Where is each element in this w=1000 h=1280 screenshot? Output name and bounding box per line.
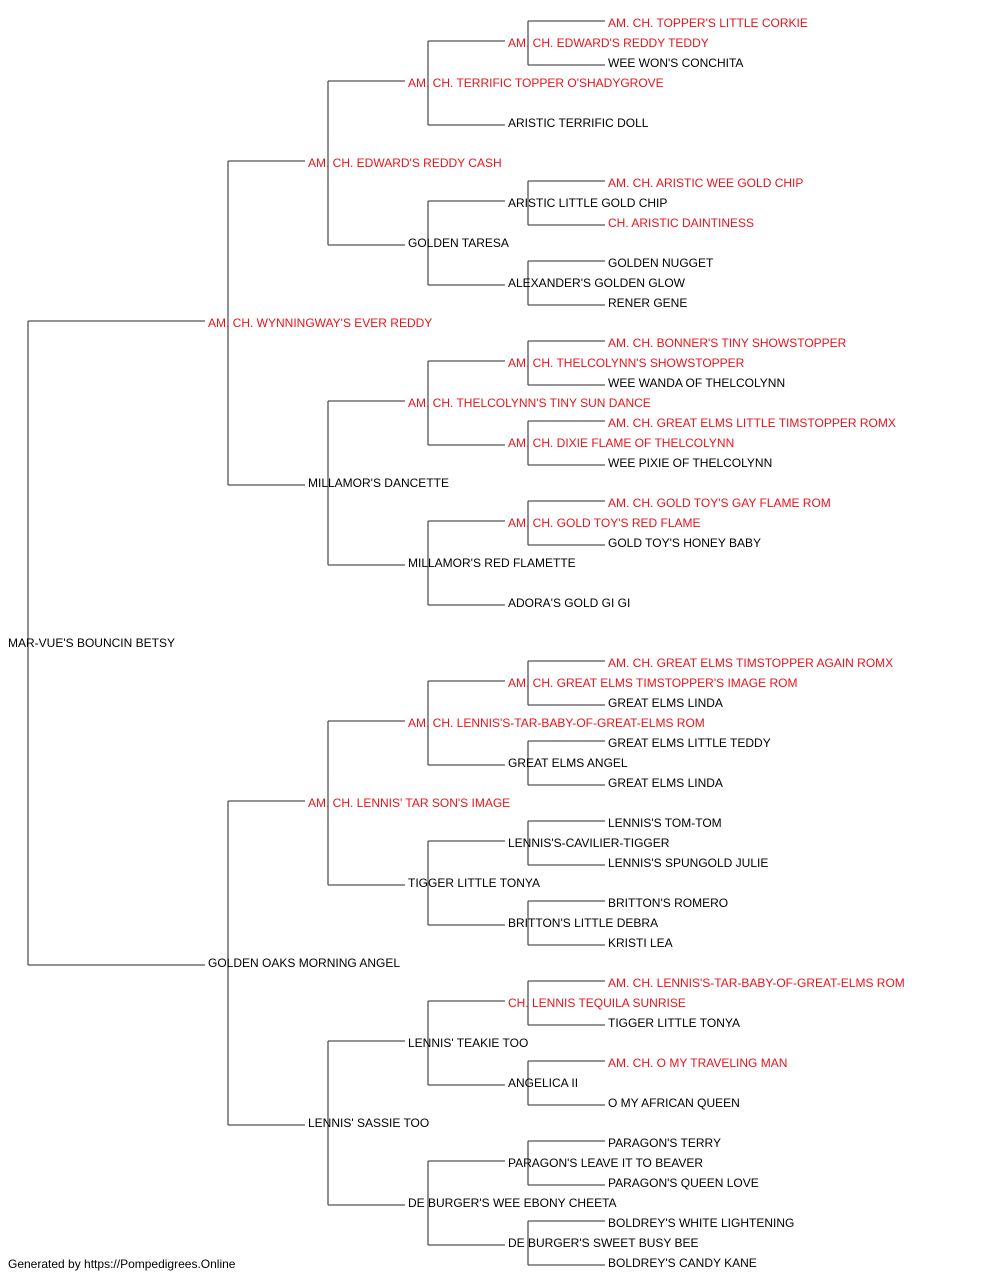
pedigree-dam-sire-dam-dam-name: BRITTON'S LITTLE DEBRA (508, 916, 659, 930)
pedigree-dam-sire-sire-dam-dam-name: GREAT ELMS LINDA (608, 776, 723, 790)
pedigree-sire-dam-sire-dam-dam-name: WEE PIXIE OF THELCOLYNN (608, 456, 773, 470)
pedigree-dam-sire-sire-sire-name: AM. CH. GREAT ELMS TIMSTOPPER'S IMAGE RO… (508, 676, 798, 690)
pedigree-dam-dam-sire-name: LENNIS' TEAKIE TOO (408, 1036, 529, 1050)
pedigree-sire-dam-sire-name: AM. CH. THELCOLYNN'S TINY SUN DANCE (408, 396, 651, 410)
pedigree-dam-sire-dam-name: TIGGER LITTLE TONYA (408, 876, 541, 890)
pedigree-sire-sire-sire-sire-sire-name: AM. CH. TOPPER'S LITTLE CORKIE (608, 16, 808, 30)
pedigree-dam-name: GOLDEN OAKS MORNING ANGEL (208, 956, 401, 970)
pedigree-dam-dam-sire-dam-name: ANGELICA II (508, 1076, 579, 1090)
pedigree-sire-dam-sire-sire-sire-name: AM. CH. BONNER'S TINY SHOWSTOPPER (608, 336, 847, 350)
pedigree-sire-dam-name: MILLAMOR'S DANCETTE (308, 476, 449, 490)
pedigree-sire-sire-dam-sire-sire-name: AM. CH. ARISTIC WEE GOLD CHIP (608, 176, 804, 190)
pedigree-dam-sire-sire-dam-sire-name: GREAT ELMS LITTLE TEDDY (608, 736, 771, 750)
pedigree-dam-dam-sire-sire-sire-name: AM. CH. LENNIS'S-TAR-BABY-OF-GREAT-ELMS … (608, 976, 905, 990)
pedigree-sire-dam-dam-sire-name: AM. CH. GOLD TOY'S RED FLAME (508, 516, 701, 530)
pedigree-sire-sire-dam-sire-dam-name: CH. ARISTIC DAINTINESS (608, 216, 755, 230)
pedigree-dam-dam-dam-dam-dam-name: BOLDREY'S CANDY KANE (608, 1256, 757, 1270)
pedigree-sire-dam-sire-dam-name: AM. CH. DIXIE FLAME OF THELCOLYNN (508, 436, 735, 450)
pedigree-sire-sire-sire-name: AM. CH. TERRIFIC TOPPER O'SHADYGROVE (408, 76, 664, 90)
pedigree-dam-sire-sire-dam-name: GREAT ELMS ANGEL (508, 756, 628, 770)
pedigree-sire-dam-dam-name: MILLAMOR'S RED FLAMETTE (408, 556, 576, 570)
footer-credit: Generated by https://Pompedigrees.Online (8, 1257, 236, 1271)
pedigree-sire-sire-sire-dam-name: ARISTIC TERRIFIC DOLL (508, 116, 649, 130)
pedigree-dam-dam-name: LENNIS' SASSIE TOO (308, 1116, 430, 1130)
pedigree-sire-dam-sire-dam-sire-name: AM. CH. GREAT ELMS LITTLE TIMSTOPPER ROM… (608, 416, 896, 430)
pedigree-dam-dam-dam-name: DE BURGER'S WEE EBONY CHEETA (408, 1196, 617, 1210)
pedigree-sire-dam-sire-sire-dam-name: WEE WANDA OF THELCOLYNN (608, 376, 786, 390)
pedigree-dam-dam-dam-dam-sire-name: BOLDREY'S WHITE LIGHTENING (608, 1216, 795, 1230)
pedigree-dam-dam-dam-sire-sire-name: PARAGON'S TERRY (608, 1136, 721, 1150)
pedigree-sire-dam-sire-sire-name: AM. CH. THELCOLYNN'S SHOWSTOPPER (508, 356, 745, 370)
pedigree-dam-sire-dam-dam-sire-name: BRITTON'S ROMERO (608, 896, 729, 910)
pedigree-dam-dam-sire-sire-dam-name: TIGGER LITTLE TONYA (608, 1016, 741, 1030)
pedigree-dam-sire-name: AM. CH. LENNIS' TAR SON'S IMAGE (308, 796, 511, 810)
pedigree-sire-dam-dam-sire-dam-name: GOLD TOY'S HONEY BABY (608, 536, 762, 550)
pedigree-dam-sire-sire-sire-sire-name: AM. CH. GREAT ELMS TIMSTOPPER AGAIN ROMX (608, 656, 894, 670)
pedigree-dam-dam-dam-dam-name: DE BURGER'S SWEET BUSY BEE (508, 1236, 699, 1250)
pedigree-sire-dam-dam-sire-sire-name: AM. CH. GOLD TOY'S GAY FLAME ROM (608, 496, 831, 510)
pedigree-dam-dam-sire-dam-sire-name: AM. CH. O MY TRAVELING MAN (608, 1056, 788, 1070)
pedigree-dam-dam-sire-dam-dam-name: O MY AFRICAN QUEEN (608, 1096, 740, 1110)
pedigree-sire-sire-dam-sire-name: ARISTIC LITTLE GOLD CHIP (508, 196, 668, 210)
pedigree-sire-sire-dam-name: GOLDEN TARESA (408, 236, 509, 250)
pedigree-subject-name: MAR-VUE'S BOUNCIN BETSY (8, 636, 175, 650)
pedigree-sire-sire-sire-sire-dam-name: WEE WON'S CONCHITA (608, 56, 744, 70)
pedigree-sire-sire-name: AM. CH. EDWARD'S REDDY CASH (308, 156, 502, 170)
pedigree-dam-dam-dam-sire-name: PARAGON'S LEAVE IT TO BEAVER (508, 1156, 704, 1170)
pedigree-sire-dam-dam-dam-name: ADORA'S GOLD GI GI (508, 596, 631, 610)
pedigree-sire-sire-dam-dam-sire-name: GOLDEN NUGGET (608, 256, 714, 270)
pedigree-sire-sire-dam-dam-dam-name: RENER GENE (608, 296, 688, 310)
pedigree-dam-dam-sire-sire-name: CH. LENNIS TEQUILA SUNRISE (508, 996, 686, 1010)
pedigree-dam-dam-dam-sire-dam-name: PARAGON'S QUEEN LOVE (608, 1176, 759, 1190)
pedigree-sire-sire-sire-sire-name: AM. CH. EDWARD'S REDDY TEDDY (508, 36, 709, 50)
pedigree-dam-sire-dam-sire-name: LENNIS'S-CAVILIER-TIGGER (508, 836, 670, 850)
pedigree-dam-sire-dam-sire-sire-name: LENNIS'S TOM-TOM (608, 816, 722, 830)
pedigree-sire-name: AM. CH. WYNNINGWAY'S EVER REDDY (208, 316, 433, 330)
pedigree-dam-sire-dam-dam-dam-name: KRISTI LEA (608, 936, 673, 950)
pedigree-dam-sire-sire-sire-dam-name: GREAT ELMS LINDA (608, 696, 723, 710)
pedigree-dam-sire-dam-sire-dam-name: LENNIS'S SPUNGOLD JULIE (608, 856, 769, 870)
pedigree-sire-sire-dam-dam-name: ALEXANDER'S GOLDEN GLOW (508, 276, 685, 290)
pedigree-dam-sire-sire-name: AM. CH. LENNIS'S-TAR-BABY-OF-GREAT-ELMS … (408, 716, 705, 730)
